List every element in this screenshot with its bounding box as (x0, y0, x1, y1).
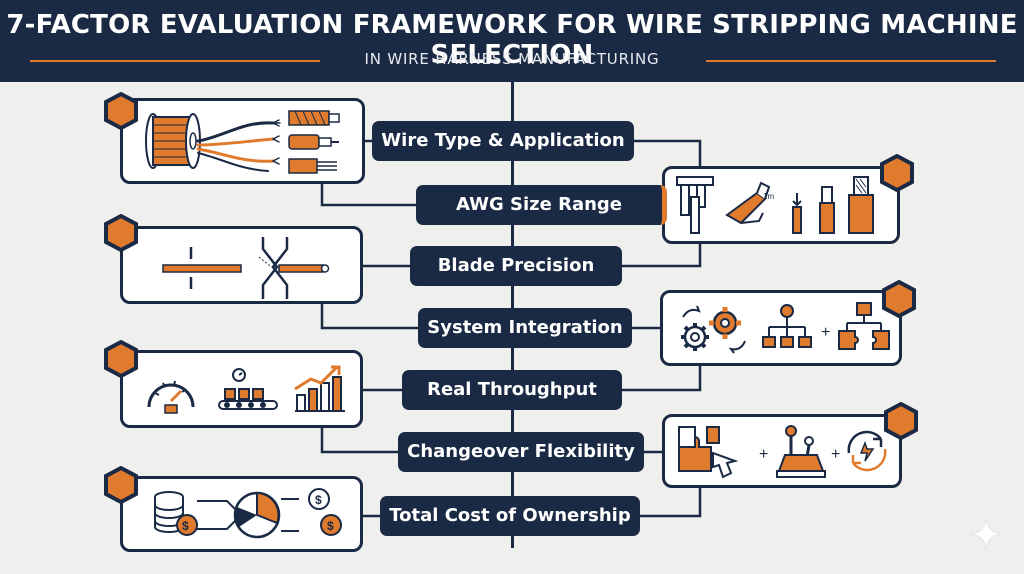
svg-text:+: + (831, 446, 840, 463)
hexagon-badge-icon (104, 466, 138, 504)
svg-text:$: $ (327, 519, 334, 533)
hexagon-badge-icon (882, 280, 916, 318)
card-system-integration: + (660, 290, 902, 366)
svg-text:+: + (821, 324, 830, 341)
svg-text:$: $ (315, 493, 322, 507)
factor-pill-changeover-flexibility: Changeover Flexibility (398, 432, 644, 472)
card-real-throughput (120, 350, 363, 428)
puzzle-lever-cycle-icon: + + (678, 425, 887, 479)
factor-pill-awg-size: AWG Size Range (416, 185, 667, 225)
page-title: 7-FACTOR EVALUATION FRAMEWORK FOR WIRE S… (6, 10, 1018, 70)
factor-pill-real-throughput: Real Throughput (402, 370, 622, 410)
svg-text:$: $ (182, 519, 189, 533)
card-blade-precision (120, 226, 363, 304)
svg-text:+: + (759, 446, 768, 463)
factor-pill-wire-type: Wire Type & Application (372, 121, 634, 161)
subtitle-rule-left (30, 60, 320, 62)
header-banner: 7-FACTOR EVALUATION FRAMEWORK FOR WIRE S… (0, 0, 1024, 82)
wire-spool-and-cable-types-icon (145, 110, 340, 174)
hexagon-badge-icon (104, 92, 138, 130)
sparkle-icon (969, 517, 1003, 551)
coins-pie-dollar-icon: $ $ $ (154, 488, 342, 539)
caliper-and-wire-gauge-icon: 1m (676, 176, 874, 234)
hexagon-badge-icon (104, 214, 138, 252)
card-wire-type (120, 98, 365, 184)
gears-and-org-chart-icon: + (681, 302, 890, 354)
speedometer-conveyor-growth-icon (147, 365, 345, 414)
hexagon-badge-icon (104, 340, 138, 378)
svg-text:1m: 1m (763, 192, 774, 201)
hexagon-badge-icon (884, 402, 918, 440)
card-changeover-flexibility: + + (662, 414, 902, 488)
subtitle-rule-right (706, 60, 996, 62)
card-awg-size: 1m (662, 166, 900, 244)
hexagon-badge-icon (880, 154, 914, 192)
factor-pill-blade-precision: Blade Precision (410, 246, 622, 286)
page-subtitle: IN WIRE HARNESS MANUFACTURING (364, 50, 660, 68)
blade-cut-alignment-icon (162, 237, 330, 299)
factor-pill-system-integration: System Integration (418, 308, 632, 348)
card-total-cost: $ $ $ (120, 476, 363, 552)
factor-pill-total-cost: Total Cost of Ownership (380, 496, 640, 536)
